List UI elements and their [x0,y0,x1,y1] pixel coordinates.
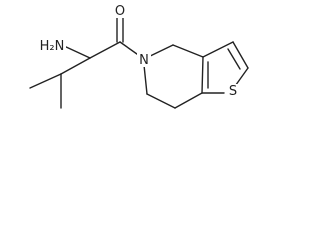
bond-c3a-c3 [202,41,234,58]
bond-c6-n [143,64,148,95]
bond-ch-alpha [60,57,91,75]
bond-c4-c3a [172,44,204,58]
atom-labels: O N S H₂N [40,4,240,99]
amine-label: H₂N [40,39,65,54]
structure-diagram: O N S H₂N [29,4,249,109]
bond-c7a-c7 [174,92,203,109]
bond-c2-c3-inner [227,48,241,70]
bonds [29,13,249,109]
nitrogen-label: N [139,53,149,68]
bond-c3a-c7a [201,56,204,94]
bond-c7-c6 [146,93,176,109]
sulfur-label: S [229,84,237,99]
bond-methyl1-ch [29,73,62,89]
bond-c3-c2 [232,41,249,69]
oxygen-label: O [115,4,125,19]
bond-alpha-amine [63,45,91,59]
bond-alpha-carbonyl [89,41,121,59]
